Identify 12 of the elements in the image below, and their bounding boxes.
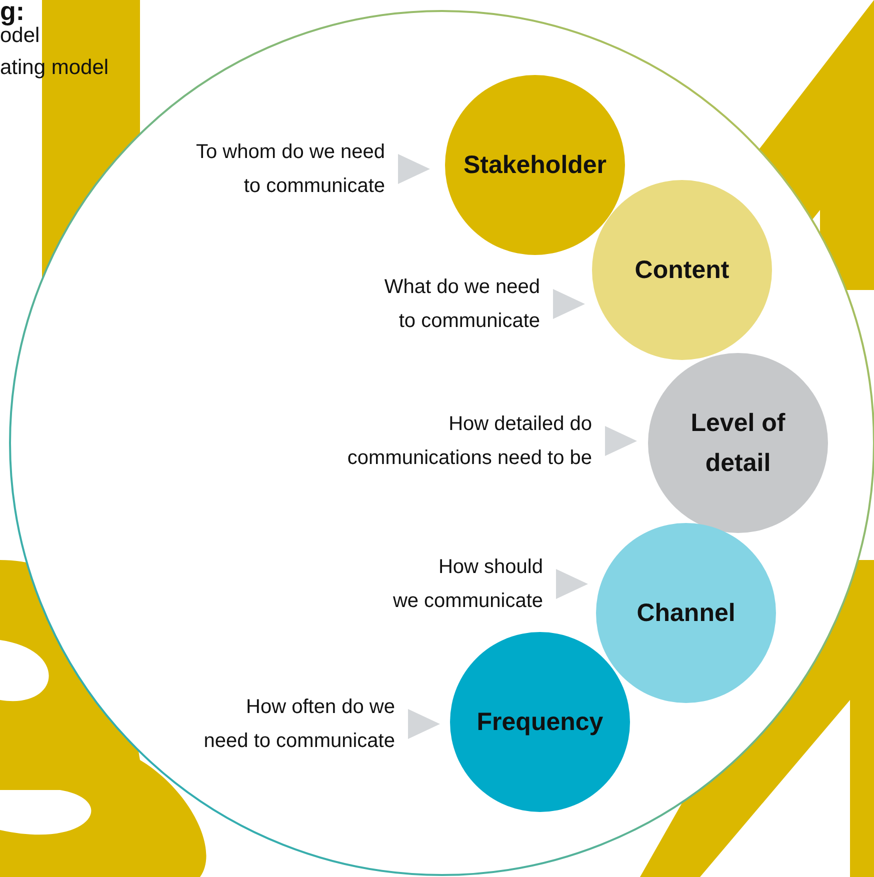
question-text: How detailed do communications need to be [285, 407, 605, 475]
arrow [398, 154, 430, 184]
question-text: What do we need to communicate [303, 270, 553, 338]
arrow [556, 569, 588, 599]
question-text: How often do we need to communicate [138, 690, 408, 758]
arrow [605, 426, 637, 456]
heading-text: g: [0, 0, 25, 26]
body-text: odel [0, 24, 40, 48]
arrow [553, 289, 585, 319]
question-text: To whom do we need to communicate [148, 135, 398, 203]
arrow [408, 709, 440, 739]
question-text: How should we communicate [356, 550, 556, 618]
